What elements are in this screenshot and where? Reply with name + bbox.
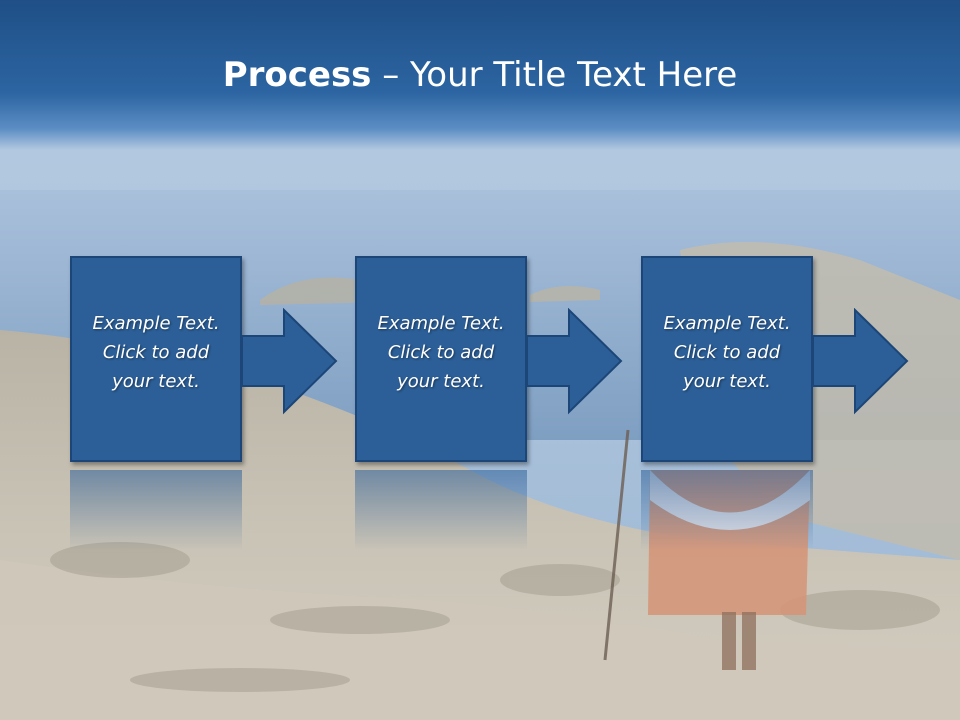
step-reflection: [70, 470, 346, 550]
arrow-right-icon: [526, 308, 623, 415]
step-text: Example Text. Click to add your text.: [366, 309, 516, 396]
process-step-3: Example Text. Click to add your text.: [641, 256, 917, 468]
arrow-right-icon: [812, 308, 909, 415]
step-text-line: Example Text.: [92, 312, 220, 334]
step-text-line: your text.: [683, 370, 771, 392]
step-text-line: your text.: [112, 370, 200, 392]
step-reflection: [355, 470, 631, 550]
step-text-line: Click to add: [673, 341, 781, 363]
step-reflection: [641, 470, 917, 550]
arrow-right-icon: [241, 308, 338, 415]
step-text-line: your text.: [397, 370, 485, 392]
title-bold: Process: [222, 55, 372, 95]
process-step-2: Example Text. Click to add your text.: [355, 256, 631, 468]
slide-title[interactable]: Process – Your Title Text Here: [0, 52, 960, 98]
step-text-line: Example Text.: [377, 312, 505, 334]
step-text: Example Text. Click to add your text.: [652, 309, 802, 396]
title-banner: [0, 0, 960, 150]
step-text-line: Example Text.: [663, 312, 791, 334]
process-step-1: Example Text. Click to add your text.: [70, 256, 346, 468]
step-box[interactable]: Example Text. Click to add your text.: [70, 256, 242, 462]
step-box[interactable]: Example Text. Click to add your text.: [355, 256, 527, 462]
title-rest: – Your Title Text Here: [371, 55, 738, 95]
step-text-line: Click to add: [387, 341, 495, 363]
step-box[interactable]: Example Text. Click to add your text.: [641, 256, 813, 462]
step-text-line: Click to add: [102, 341, 210, 363]
step-text: Example Text. Click to add your text.: [81, 309, 231, 396]
